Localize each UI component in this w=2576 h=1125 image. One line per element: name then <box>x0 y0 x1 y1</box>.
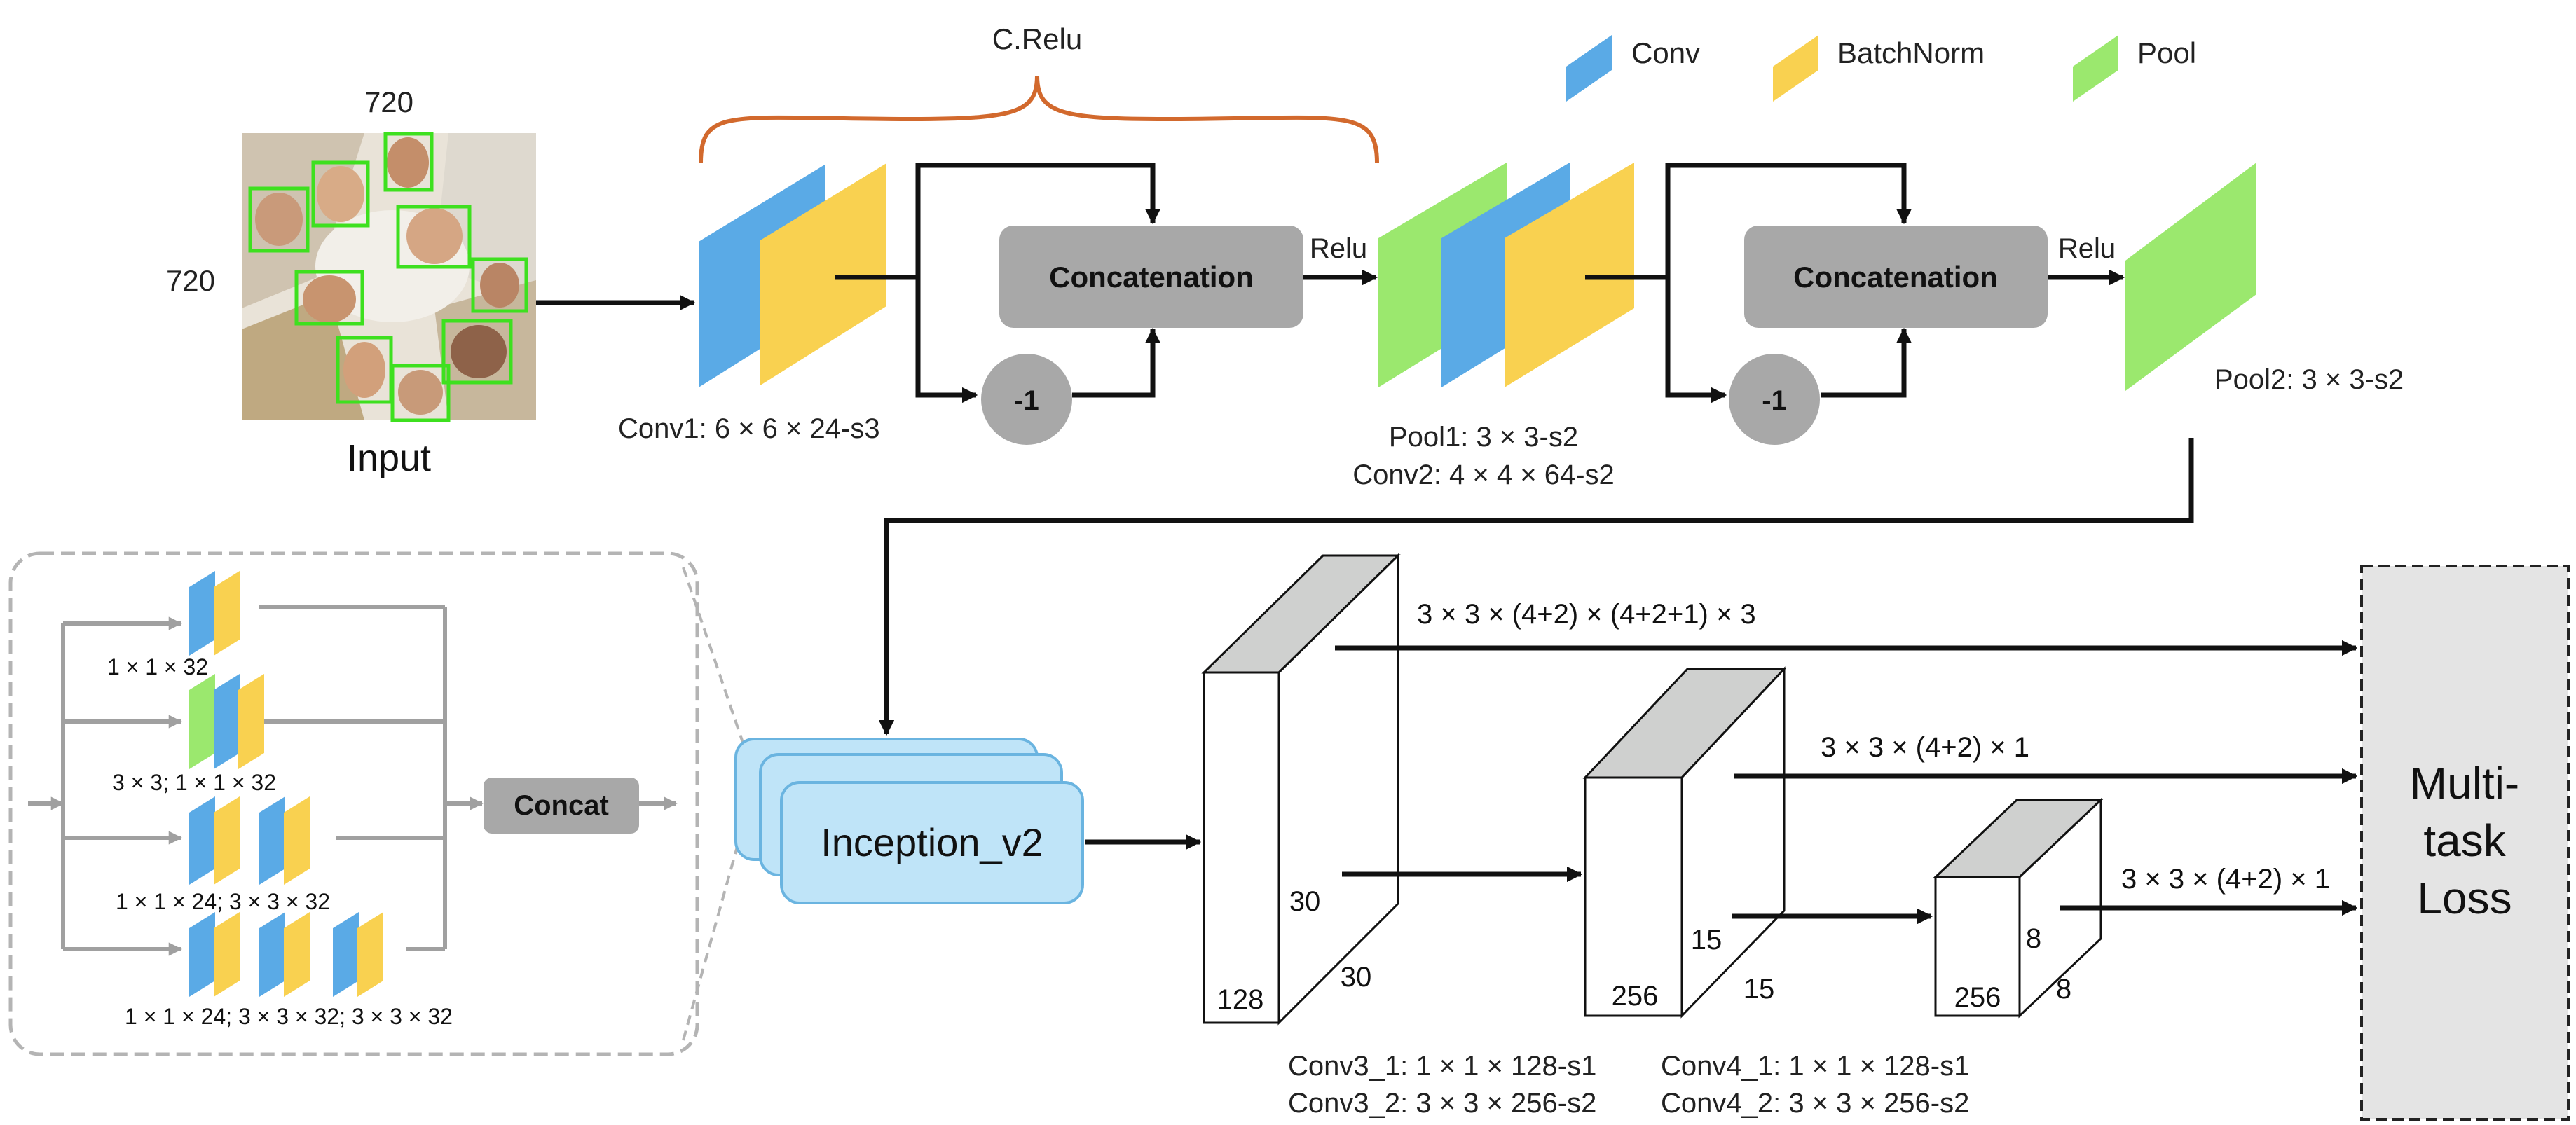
output3-label: 3 × 3 × (4+2) × 1 <box>2121 864 2330 895</box>
negate2-label: -1 <box>1762 385 1787 416</box>
concat-block <box>484 778 639 834</box>
loss-label-line1: Multi- <box>2410 758 2519 808</box>
output2-label: 3 × 3 × (4+2) × 1 <box>1821 732 2029 763</box>
inception-v2-block: Inception_v2 <box>734 738 1084 904</box>
concat-block-label: Concat <box>514 790 609 821</box>
branch1-label: 1 × 1 × 32 <box>107 654 208 679</box>
loss-label-line3: Loss <box>2417 873 2512 923</box>
legend-conv-swatch <box>1566 35 1612 102</box>
concatenation1-label: Concatenation <box>1049 261 1254 294</box>
legend-batchnorm-label: BatchNorm <box>1837 36 1985 69</box>
relu2-label: Relu <box>2058 233 2116 264</box>
concatenation2-label: Concatenation <box>1793 261 1998 294</box>
crelu-brace-label: C.Relu <box>992 22 1082 55</box>
conv3-2-label: Conv3_2: 3 × 3 × 256-s2 <box>1288 1088 1596 1119</box>
branch4-label: 1 × 1 × 24; 3 × 3 × 32; 3 × 3 × 32 <box>125 1004 453 1029</box>
conv3-depth-dim: 30 <box>1341 962 1372 993</box>
conv4-1-label: Conv4_1: 1 × 1 × 128-s1 <box>1661 1051 1969 1082</box>
branch2-label: 3 × 3; 1 × 1 × 32 <box>112 770 276 795</box>
conv4-2-label: Conv4_2: 3 × 3 × 256-s2 <box>1661 1088 1969 1119</box>
conv3-volume <box>1201 553 1401 1026</box>
crelu1-connectors <box>835 163 1378 403</box>
legend-pool-label: Pool <box>2137 36 2196 69</box>
conv2-label: Conv2: 4 × 4 × 64-s2 <box>1352 460 1615 490</box>
input-height-label: 720 <box>166 264 215 297</box>
crelu-brace <box>699 75 1379 163</box>
face-detection-boxes <box>248 132 528 422</box>
legend-pool-swatch <box>2073 35 2118 102</box>
bn2-layer <box>1505 163 1634 387</box>
conv1-label: Conv1: 6 × 6 × 24-s3 <box>618 413 880 444</box>
conv5-front-dim: 256 <box>1954 982 2001 1013</box>
pool2-layer <box>2125 163 2256 391</box>
legend-batchnorm-swatch <box>1773 35 1818 102</box>
concatenation2-block <box>1744 226 2048 328</box>
input-image: 720 720 <box>166 85 536 479</box>
conv4-front-dim: 256 <box>1612 981 1659 1012</box>
arrow-pool2-to-inception <box>878 438 2194 736</box>
loss-label-line2: task <box>2423 815 2506 866</box>
relu1-label: Relu <box>1310 233 1367 264</box>
conv4-volume <box>1582 666 1787 1019</box>
negate1-node <box>981 354 1072 445</box>
legend-conv-label: Conv <box>1631 36 1700 69</box>
conv5-right-dim: 8 <box>2026 923 2041 954</box>
conv3-1-label: Conv3_1: 1 × 1 × 128-s1 <box>1288 1051 1596 1082</box>
group-photo <box>242 133 536 420</box>
legend: Conv BatchNorm Pool <box>1566 35 2196 102</box>
conv5-depth-dim: 8 <box>2056 974 2071 1005</box>
input-width-label: 720 <box>364 85 413 118</box>
negate2-node <box>1729 354 1820 445</box>
output1-label: 3 × 3 × (4+2) × (4+2+1) × 3 <box>1417 599 1756 630</box>
inception-detail-panel: 1 × 1 × 32 3 × 3; 1 × 1 × 32 1 × 1 × 24;… <box>8 551 744 1056</box>
conv3-right-dim: 30 <box>1289 886 1321 917</box>
input-caption: Input <box>347 437 431 479</box>
crelu2-connectors <box>1585 163 2125 403</box>
volume-arrows <box>1335 640 2358 925</box>
negate1-label: -1 <box>1014 385 1039 416</box>
inception-v2-label: Inception_v2 <box>821 820 1043 864</box>
conv4-right-dim: 15 <box>1691 925 1722 955</box>
pool2-label: Pool2: 3 × 3-s2 <box>2214 364 2404 395</box>
conv3-front-dim: 128 <box>1217 984 1264 1015</box>
concatenation1-block <box>999 226 1303 328</box>
pool1-label: Pool1: 3 × 3-s2 <box>1389 422 1578 453</box>
bn1-layer <box>760 163 886 385</box>
branch3-label: 1 × 1 × 24; 3 × 3 × 32 <box>116 889 330 914</box>
multitask-loss-block <box>2360 565 2570 1121</box>
conv4-depth-dim: 15 <box>1743 974 1775 1005</box>
